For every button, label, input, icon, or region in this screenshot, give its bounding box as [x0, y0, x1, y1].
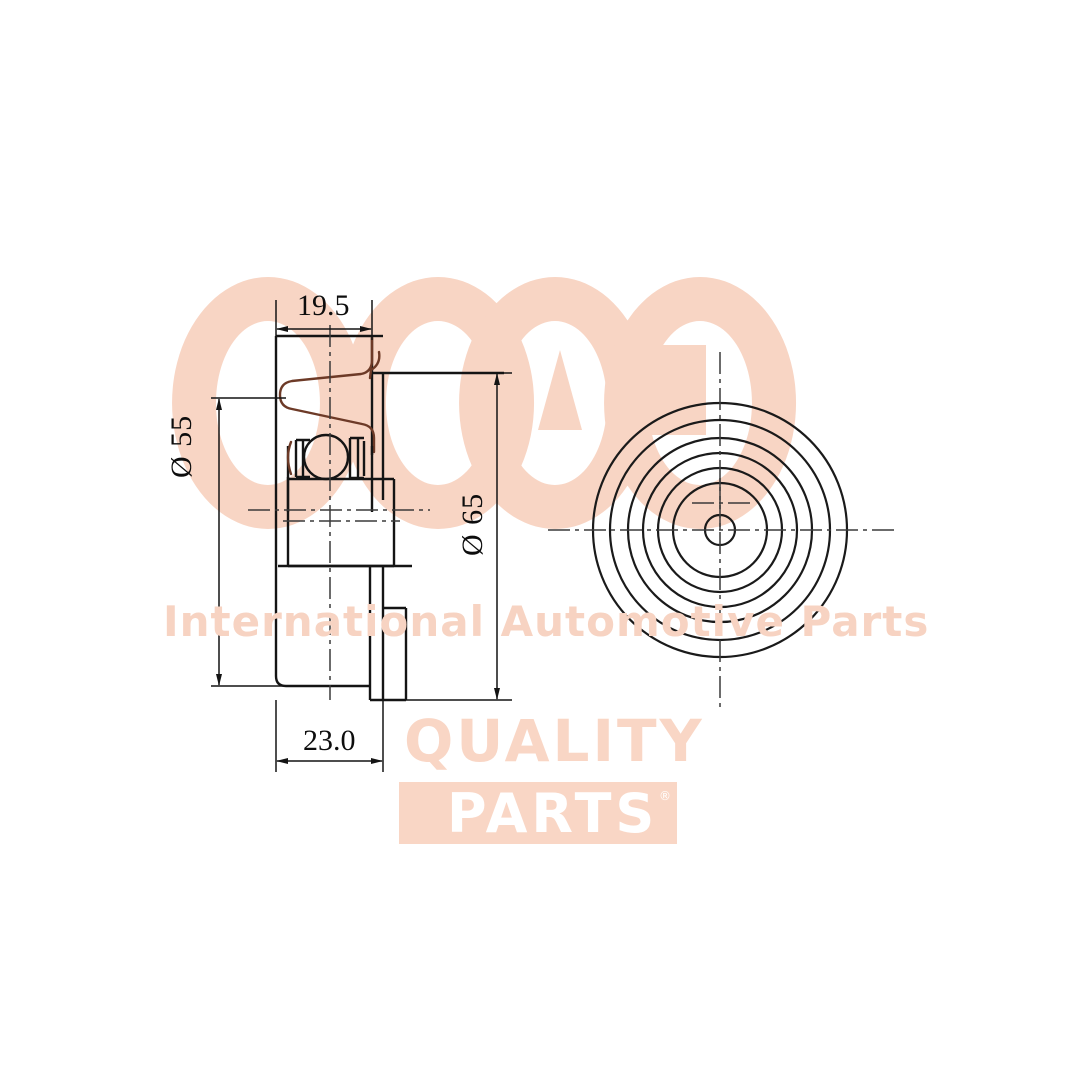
watermark-parts-box	[399, 782, 677, 844]
registered-trademark-icon: ®	[659, 789, 671, 803]
dimension-label-width-bottom: 23.0	[303, 724, 356, 757]
front-view	[548, 352, 894, 708]
dimension-label-width-top: 19.5	[297, 289, 350, 322]
watermark-quality-text: QUALITY	[404, 707, 705, 775]
watermark-parts-text: PARTS	[447, 782, 659, 845]
dimension-label-diameter-outer: Ø 65	[456, 492, 489, 556]
watermark-tagline: International Automotive Parts	[163, 597, 930, 646]
dimension-label-diameter-inner: Ø 55	[165, 414, 198, 478]
dimension-lines	[211, 300, 512, 772]
